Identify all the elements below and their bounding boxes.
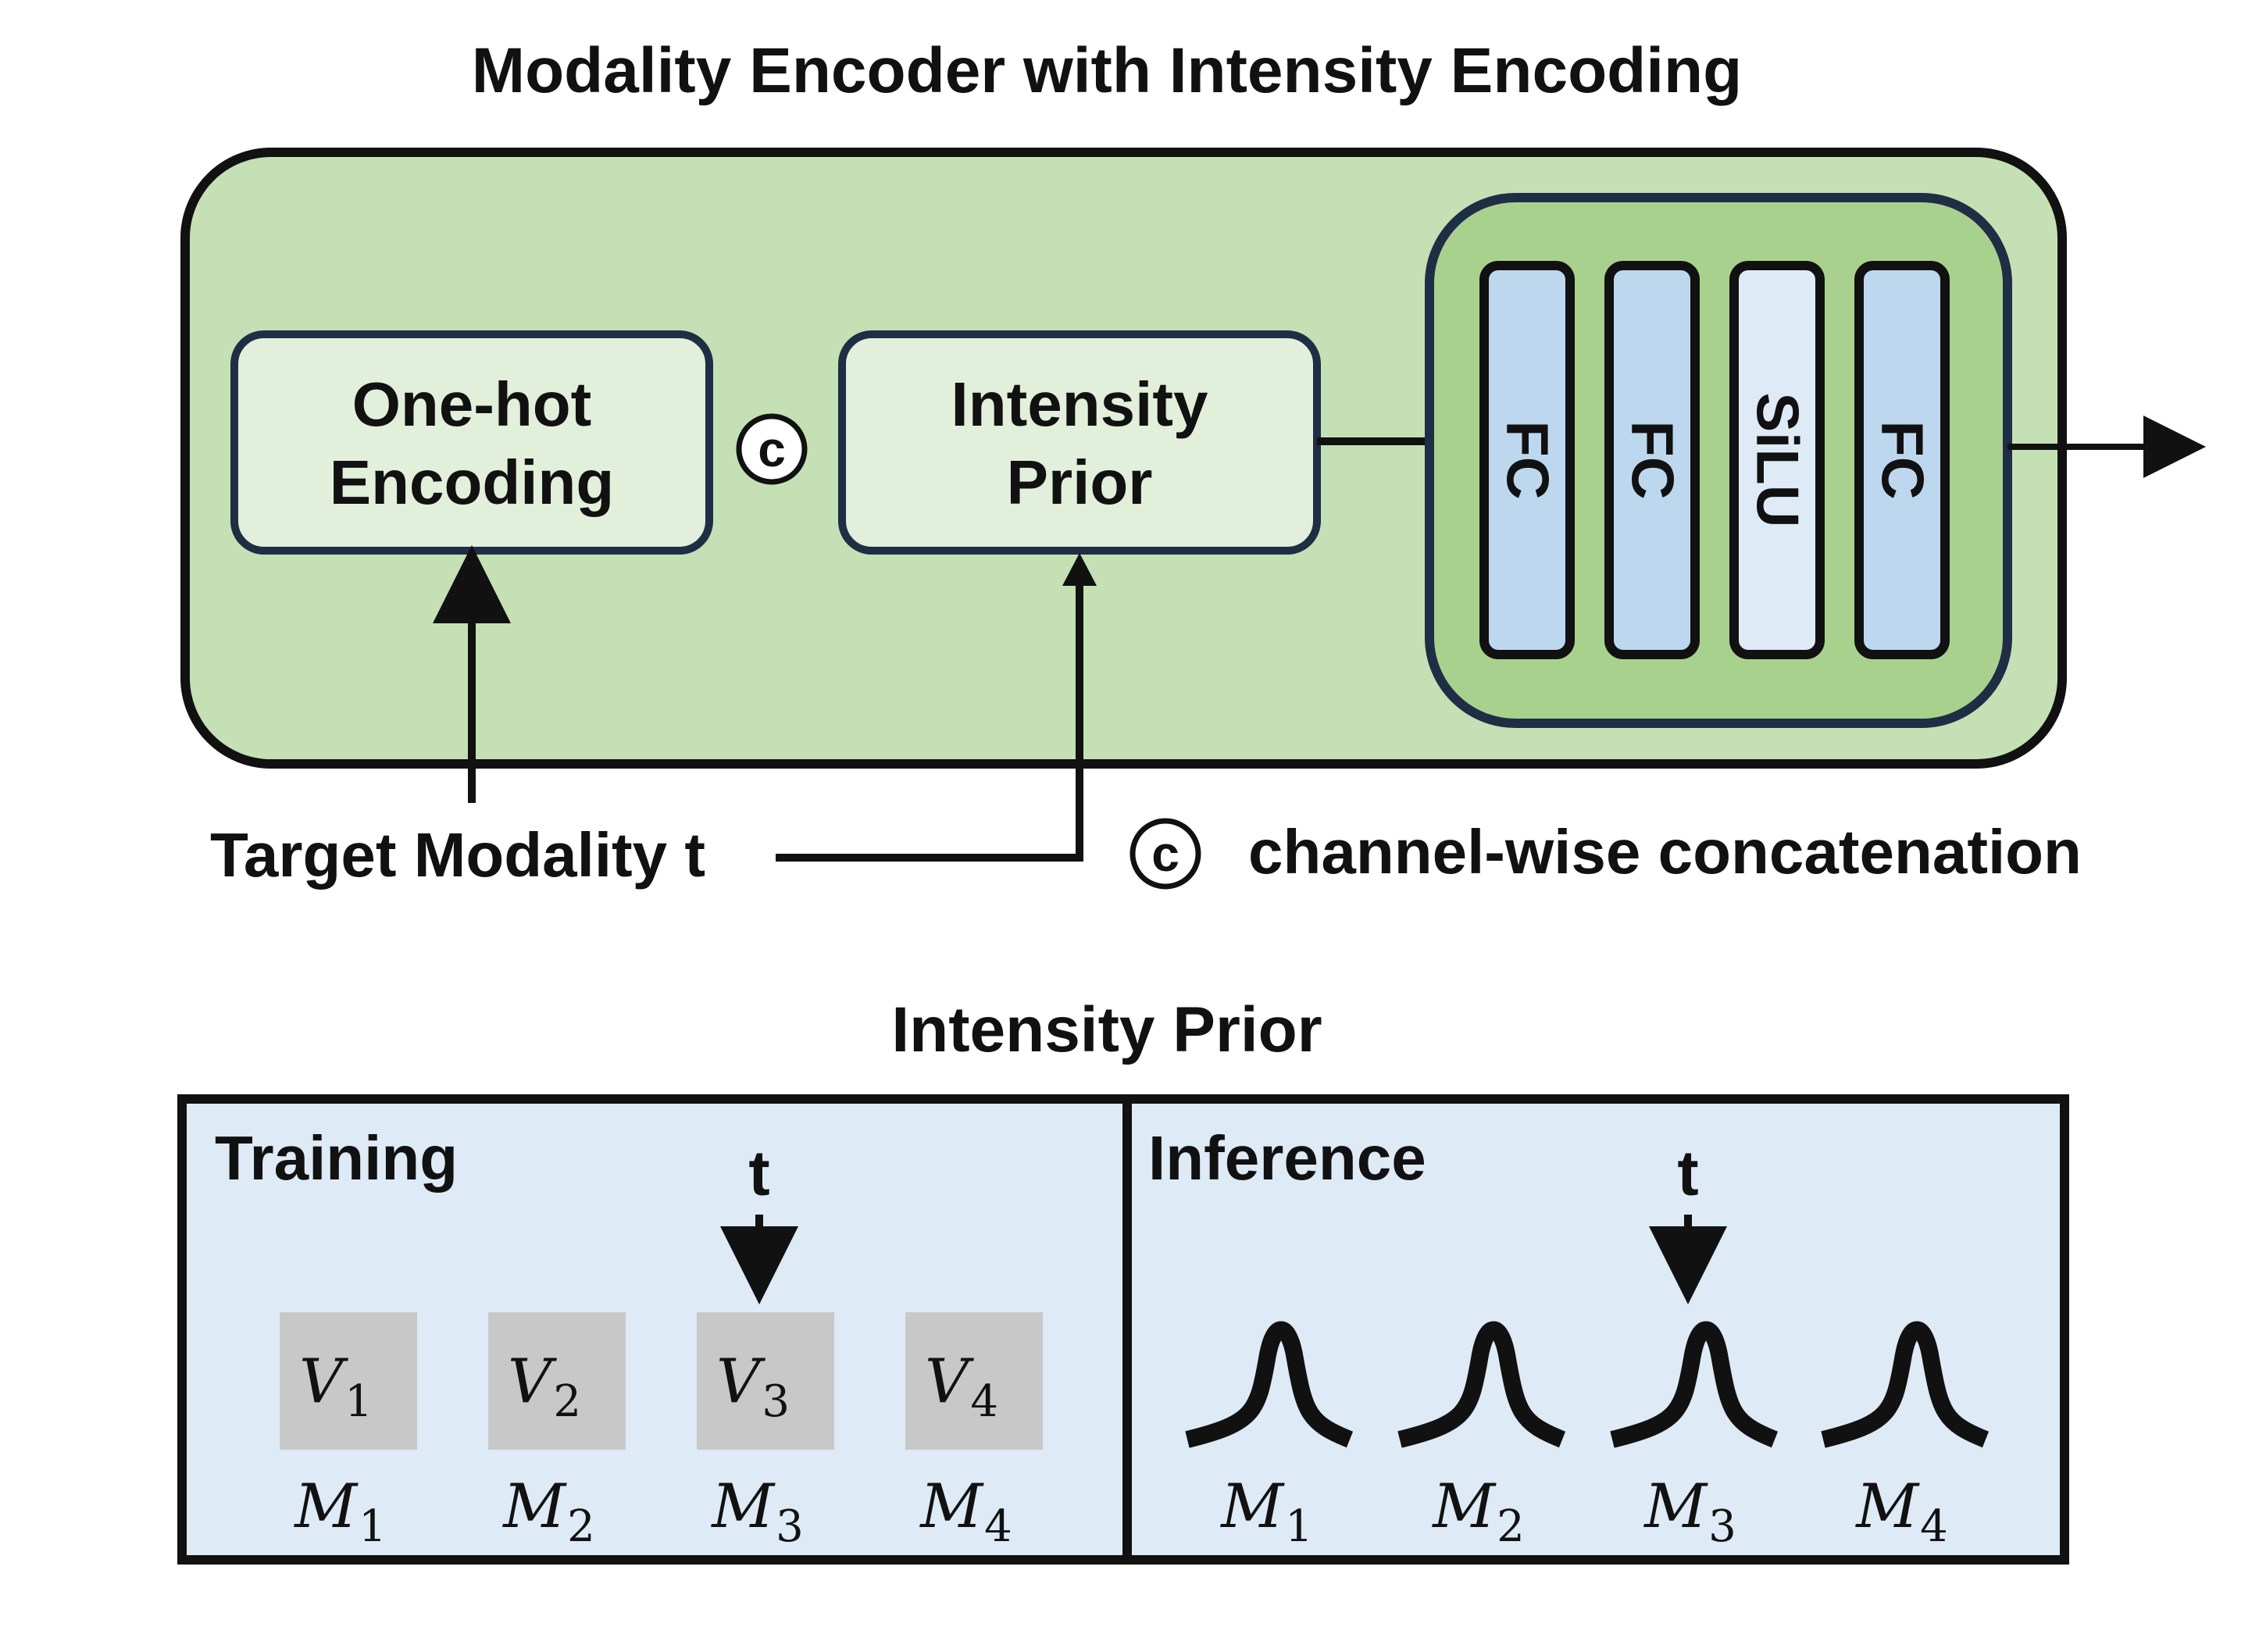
value-square-2: V2 bbox=[488, 1312, 626, 1450]
value-square-1: V1 bbox=[280, 1312, 417, 1450]
svg-text:c: c bbox=[758, 421, 786, 477]
svg-text:V4: V4 bbox=[925, 1347, 998, 1427]
legend-concat-symbol bbox=[1130, 818, 1201, 890]
svg-text:SiLU: SiLU bbox=[1744, 392, 1811, 527]
mlp-layer-fc-2: FC bbox=[1604, 261, 1700, 659]
svg-text:V1: V1 bbox=[299, 1347, 373, 1427]
intensity-prior-title: Intensity Prior bbox=[891, 994, 1322, 1065]
inference-panel: Inference t M1 M2 M3 M4 bbox=[1122, 1094, 2069, 1565]
inference-modality-1: M1 bbox=[1219, 1472, 1313, 1552]
svg-text:FC: FC bbox=[1494, 420, 1561, 499]
target-to-prior-connector bbox=[776, 570, 1083, 862]
prior-label-line2: Prior bbox=[1007, 448, 1153, 517]
concat-symbol: c bbox=[736, 413, 808, 485]
value-square-4: V4 bbox=[905, 1312, 1043, 1450]
intensity-peak-1 bbox=[1185, 1321, 1354, 1448]
inference-modality-3: M3 bbox=[1643, 1472, 1736, 1552]
training-modality-1: M1 bbox=[293, 1472, 387, 1552]
concat-legend: c channel-wise concatenation bbox=[1130, 817, 2082, 890]
encoder-title: Modality Encoder with Intensity Encoding bbox=[472, 35, 1742, 106]
training-label: Training bbox=[215, 1123, 458, 1193]
svg-text:c: c bbox=[1151, 826, 1179, 882]
mlp-block: FC FC SiLU FC bbox=[1425, 193, 2012, 728]
mlp-layer-fc-1: FC bbox=[1479, 261, 1575, 659]
svg-text:V2: V2 bbox=[508, 1347, 581, 1427]
onehot-label-line2: Encoding bbox=[330, 448, 614, 517]
intensity-peak-2 bbox=[1397, 1321, 1566, 1448]
target-modality-label: Target Modality t bbox=[210, 820, 705, 890]
mlp-layer-fc-3: FC bbox=[1854, 261, 1950, 659]
inference-t-label: t bbox=[1677, 1138, 1698, 1209]
intensity-prior-box: Intensity Prior bbox=[838, 330, 1321, 555]
legend-text: channel-wise concatenation bbox=[1248, 817, 2082, 887]
svg-text:FC: FC bbox=[1619, 420, 1686, 499]
mlp-layer-silu: SiLU bbox=[1729, 261, 1825, 659]
value-square-3: V3 bbox=[697, 1312, 834, 1450]
inference-label: Inference bbox=[1148, 1123, 1426, 1193]
onehot-encoding-box: One-hot Encoding bbox=[230, 330, 713, 555]
training-modality-4: M4 bbox=[919, 1472, 1012, 1552]
training-panel: Training t V1 V2 V3 V4 M1 M2 M3 M4 bbox=[177, 1094, 1132, 1565]
prior-label-line1: Intensity bbox=[951, 369, 1208, 439]
intensity-peak-4 bbox=[1821, 1321, 1990, 1448]
inference-modality-2: M2 bbox=[1431, 1472, 1525, 1552]
onehot-label-line1: One-hot bbox=[352, 369, 592, 439]
intensity-peak-3 bbox=[1610, 1321, 1779, 1448]
target-to-prior-arrowhead bbox=[1062, 553, 1097, 586]
training-t-label: t bbox=[748, 1138, 769, 1209]
training-modality-3: M3 bbox=[710, 1472, 804, 1552]
training-modality-2: M2 bbox=[501, 1472, 595, 1552]
svg-text:V3: V3 bbox=[716, 1347, 790, 1427]
inference-modality-4: M4 bbox=[1854, 1472, 1948, 1552]
svg-text:FC: FC bbox=[1869, 420, 1936, 499]
